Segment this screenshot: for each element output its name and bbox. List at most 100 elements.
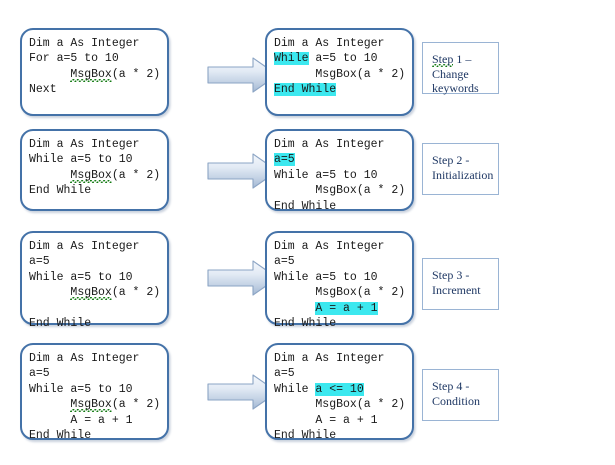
step-label-line-2: keywords bbox=[432, 81, 479, 96]
code-segment: End While bbox=[29, 428, 92, 442]
code-line: Dim a As Integer bbox=[29, 351, 160, 366]
code-segment: For a=5 to 10 bbox=[29, 52, 119, 66]
step-label-line-1: Step 1 – Change bbox=[432, 52, 498, 81]
code-line: MsgBox(a * 2) bbox=[29, 285, 160, 300]
spellcheck-squiggle: MsgBox bbox=[70, 398, 112, 412]
code-line: MsgBox(a * 2) bbox=[29, 67, 160, 82]
code-line: End While bbox=[29, 428, 160, 443]
step-number-text: 1 – Change bbox=[432, 52, 472, 81]
code-line: Dim a As Integer bbox=[274, 239, 405, 254]
code-line: For a=5 to 10 bbox=[29, 51, 160, 66]
highlighted-code: a <= 10 bbox=[315, 382, 364, 396]
code-segment: a=5 bbox=[29, 367, 50, 381]
code-line: Dim a As Integer bbox=[29, 137, 160, 152]
code-line: While a=5 to 10 bbox=[274, 51, 405, 66]
code-segment bbox=[29, 398, 70, 411]
code-segment bbox=[29, 68, 70, 81]
code-segment: End While bbox=[29, 184, 92, 198]
code-line: End While bbox=[274, 316, 405, 331]
step-label-line-2: Initialization bbox=[432, 167, 494, 182]
code-line: Next bbox=[29, 82, 160, 97]
code-segment: Dim a As Integer bbox=[274, 352, 385, 365]
code-segment bbox=[274, 302, 315, 315]
code-segment: Dim a As Integer bbox=[274, 37, 385, 50]
code-segment: Dim a As Integer bbox=[29, 37, 140, 50]
code-segment bbox=[29, 286, 70, 299]
code-segment: a=5 bbox=[274, 255, 295, 269]
code-line: a=5 bbox=[274, 254, 405, 269]
spellcheck-squiggle: Step bbox=[432, 52, 454, 66]
code-line: MsgBox(a * 2) bbox=[274, 67, 405, 82]
code-line: MsgBox(a * 2) bbox=[274, 183, 405, 198]
code-segment: While a=5 to 10 bbox=[29, 153, 133, 167]
step-number-text: 3 - bbox=[453, 268, 470, 282]
step-label-step-2: Step 2 -Initialization bbox=[422, 143, 499, 195]
code-line: A = a + 1 bbox=[274, 301, 405, 316]
code-segment: End While bbox=[274, 428, 337, 442]
code-segment: End While bbox=[274, 199, 337, 213]
code-segment: While a=5 to 10 bbox=[274, 270, 378, 284]
spellcheck-squiggle: MsgBox bbox=[70, 168, 112, 182]
code-line: While a=5 to 10 bbox=[29, 152, 160, 167]
code-segment: While bbox=[274, 382, 316, 396]
code-line: Dim a As Integer bbox=[274, 36, 405, 51]
code-segment: a=5 bbox=[29, 255, 50, 269]
code-line: a=5 bbox=[29, 366, 160, 381]
step-number-text: 2 - bbox=[453, 153, 470, 167]
code-segment: (a * 2) bbox=[111, 168, 161, 182]
step-label-step-3: Step 3 -Increment bbox=[422, 258, 499, 310]
step-label-line-2: Condition bbox=[432, 393, 481, 408]
code-line: Dim a As Integer bbox=[274, 351, 405, 366]
step-word: Step bbox=[432, 379, 454, 393]
highlighted-code: A = a + 1 bbox=[315, 301, 378, 315]
step-label-step-4: Step 4 -Condition bbox=[422, 369, 499, 421]
highlighted-code: While bbox=[274, 52, 309, 66]
code-segment: A = a + 1 bbox=[274, 413, 378, 427]
code-segment: Next bbox=[29, 83, 57, 97]
step-label-line-2: Increment bbox=[432, 282, 481, 297]
code-segment: MsgBox(a * 2) bbox=[274, 286, 406, 300]
code-line: A = a + 1 bbox=[29, 413, 160, 428]
code-segment: While a=5 to 10 bbox=[29, 270, 133, 284]
code-line: MsgBox(a * 2) bbox=[274, 397, 405, 412]
code-segment: Dim a As Integer bbox=[29, 352, 140, 365]
step-label-line-1: Step 3 - bbox=[432, 268, 498, 283]
code-line: End While bbox=[29, 183, 160, 198]
code-segment: (a * 2) bbox=[111, 67, 161, 81]
code-line bbox=[274, 98, 405, 113]
code-line: End While bbox=[29, 316, 160, 331]
code-segment: End While bbox=[274, 316, 337, 330]
code-line: While a=5 to 10 bbox=[274, 270, 405, 285]
code-line: While a <= 10 bbox=[274, 382, 405, 397]
step-number-text: 4 - bbox=[453, 379, 470, 393]
code-line: MsgBox(a * 2) bbox=[274, 285, 405, 300]
code-line: While a=5 to 10 bbox=[29, 382, 160, 397]
step-word: Step bbox=[432, 153, 454, 167]
code-segment: While a=5 to 10 bbox=[29, 382, 133, 396]
code-line: a=5 bbox=[29, 254, 160, 269]
code-segment bbox=[29, 169, 70, 182]
code-line: End While bbox=[274, 428, 405, 443]
step-label-line-1: Step 4 - bbox=[432, 379, 498, 394]
code-segment: End While bbox=[29, 316, 92, 330]
code-segment: a=5 bbox=[274, 367, 295, 381]
step-word: Step bbox=[432, 268, 454, 282]
code-line: MsgBox(a * 2) bbox=[29, 397, 160, 412]
code-line: A = a + 1 bbox=[274, 413, 405, 428]
code-segment: a=5 to 10 bbox=[308, 52, 378, 66]
highlighted-code: End While bbox=[274, 83, 337, 97]
code-line: a=5 bbox=[274, 366, 405, 381]
